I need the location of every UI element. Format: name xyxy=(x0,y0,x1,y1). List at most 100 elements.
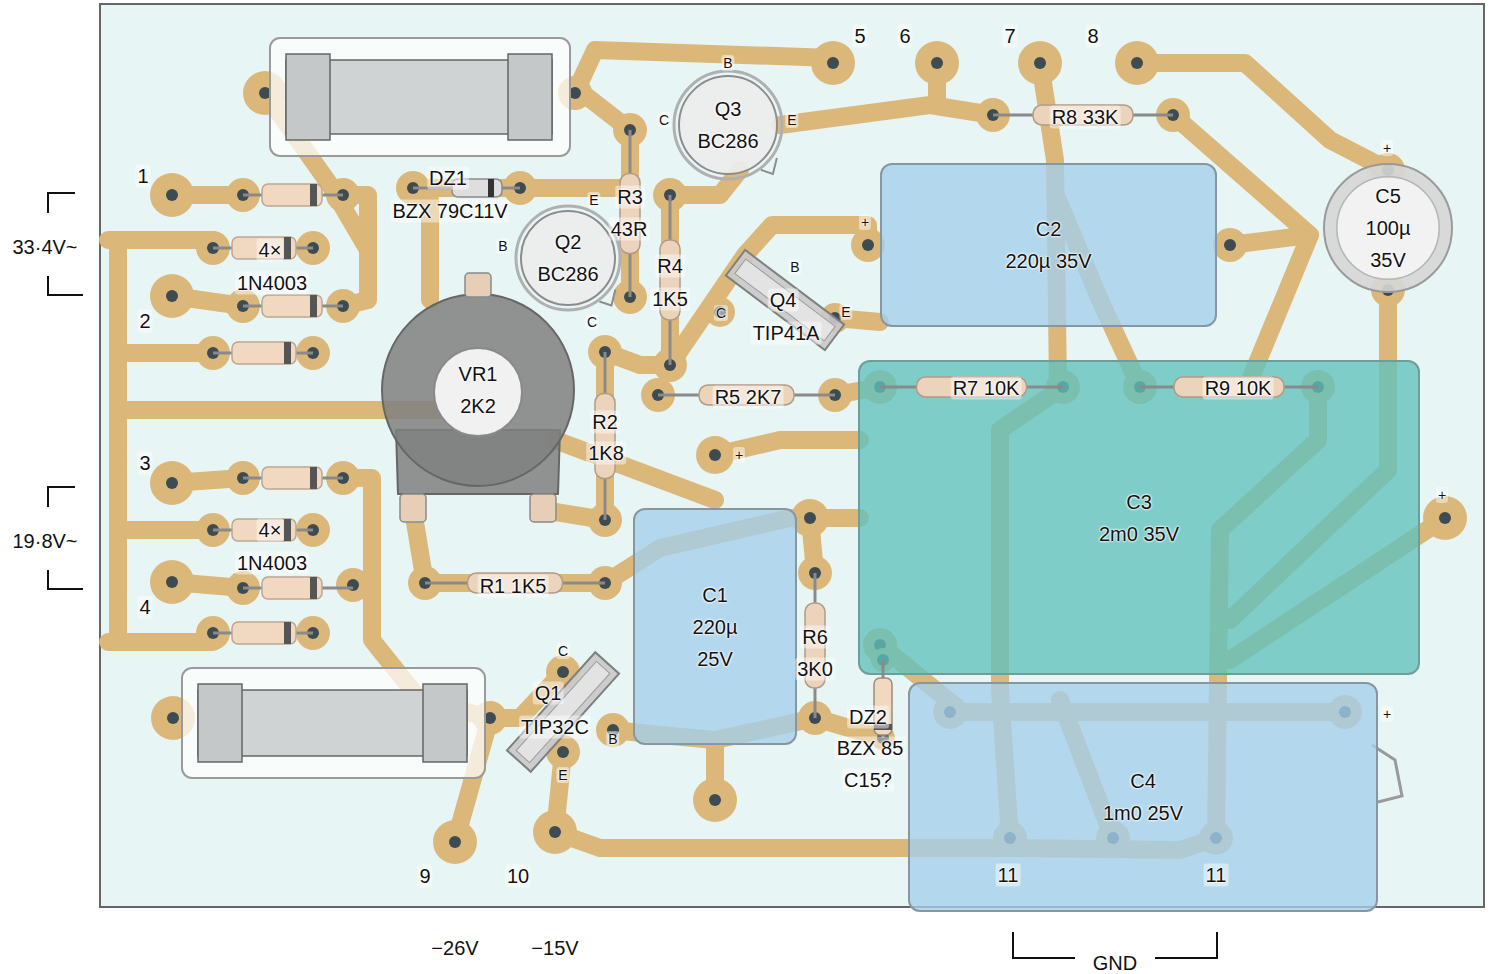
component-outline xyxy=(380,292,576,488)
pin-letter: E xyxy=(556,767,569,783)
label-anchor: C15? xyxy=(842,769,894,792)
pad-copper xyxy=(811,41,855,85)
solder-pad xyxy=(433,820,477,864)
solder-pad xyxy=(1115,41,1159,85)
pin-letter: + xyxy=(1381,706,1393,722)
diode-band xyxy=(310,295,317,317)
bracket-line xyxy=(48,276,83,295)
diode-symbol xyxy=(213,342,313,364)
label-anchor: 4 xyxy=(137,596,152,619)
capacitor-rim xyxy=(1324,164,1452,292)
part-label: 4 xyxy=(137,596,152,619)
pad-copper xyxy=(596,713,630,747)
label-anchor: C xyxy=(556,642,570,660)
pin-letter: C xyxy=(714,305,728,321)
label-anchor: 1K8 xyxy=(586,442,626,465)
label-anchor: 5 xyxy=(852,25,867,48)
pad-copper xyxy=(1213,228,1247,262)
zener-band xyxy=(488,179,494,197)
part-label: 1K5 xyxy=(650,288,690,311)
solder-pad xyxy=(1213,228,1247,262)
label-anchor: 1N4003 xyxy=(235,552,309,575)
pin-letter: + xyxy=(733,447,745,463)
pad-hole xyxy=(557,666,569,678)
solder-pad xyxy=(693,778,737,822)
part-label: R6 xyxy=(800,626,830,649)
part-label: 4× xyxy=(257,519,284,542)
transistor-rim xyxy=(674,71,782,179)
solder-pad xyxy=(811,41,855,85)
label-anchor: −26V xyxy=(429,937,480,960)
part-label: 3 xyxy=(137,452,152,475)
pad-copper xyxy=(1018,41,1062,85)
label-anchor: + xyxy=(1381,139,1393,157)
diode-symbol xyxy=(243,295,343,317)
pad-hole xyxy=(862,239,874,251)
copper-track xyxy=(661,195,679,365)
part-label: Q4 xyxy=(768,289,799,312)
copper-track xyxy=(1137,63,1388,170)
part-label: 2 xyxy=(137,310,152,333)
capacitor-body: C5100µ 35V xyxy=(1322,162,1454,294)
pad-copper xyxy=(693,778,737,822)
part-label: C15? xyxy=(842,769,894,792)
component-label: Q3 xyxy=(715,93,742,125)
part-label: R1 1K5 xyxy=(478,575,549,598)
part-label: BZX 79C11V xyxy=(390,200,509,223)
copper-track xyxy=(555,440,715,500)
component-label: C3 xyxy=(1126,486,1152,518)
part-label: 19·8V~ xyxy=(10,530,79,553)
label-anchor: 8 xyxy=(1085,25,1100,48)
pad-hole xyxy=(709,449,721,461)
part-label: R5 2K7 xyxy=(713,386,784,409)
bracket-line xyxy=(48,193,75,213)
pin-letter: E xyxy=(587,192,600,208)
overlay-parts xyxy=(805,377,1318,738)
part-label: TIP32C xyxy=(519,716,591,739)
part-label: −26V xyxy=(429,937,480,960)
part-label: R3 xyxy=(615,186,645,209)
part-label: 9 xyxy=(417,865,432,888)
label-anchor: 7 xyxy=(1002,25,1017,48)
capacitor-body: C1220µ 25V xyxy=(633,508,797,745)
pad-hole xyxy=(167,712,179,724)
pad-hole xyxy=(931,57,943,69)
copper-track xyxy=(109,240,127,642)
part-label: 4× xyxy=(257,239,284,262)
label-anchor: R7 10K xyxy=(951,377,1022,400)
label-anchor: BZX 85 xyxy=(835,737,906,760)
solder-pad xyxy=(915,41,959,85)
pin-letter: E xyxy=(839,304,852,320)
part-label: 7 xyxy=(1002,25,1017,48)
label-anchor: 4× xyxy=(257,519,284,542)
part-label: R2 xyxy=(590,411,620,434)
pad-copper xyxy=(915,41,959,85)
part-label: −15V xyxy=(529,937,580,960)
label-anchor: C xyxy=(585,313,599,331)
solder-pad xyxy=(705,297,735,327)
label-anchor: 3K0 xyxy=(795,658,835,681)
part-label: 33·4V~ xyxy=(10,236,79,259)
label-anchor: B xyxy=(721,54,734,72)
component-label: 100µ 35V xyxy=(1353,212,1423,276)
transistor-can xyxy=(521,211,615,305)
pin-letter: E xyxy=(785,112,798,128)
label-anchor: B xyxy=(496,237,509,255)
label-anchor: 1N4003 xyxy=(235,272,309,295)
resistor-symbol xyxy=(620,130,640,297)
label-anchor: E xyxy=(785,111,798,129)
solder-pad xyxy=(798,701,832,735)
transistor-body: Q2BC286 xyxy=(514,204,622,312)
label-anchor: 9 xyxy=(417,865,432,888)
solder-pad xyxy=(150,173,194,217)
pin-letter: C xyxy=(585,314,599,330)
component-label: Q2 xyxy=(555,226,582,258)
diode-body xyxy=(232,519,296,541)
part-label: Q1 xyxy=(533,682,564,705)
label-anchor: R6 xyxy=(800,626,830,649)
label-anchor: DZ2 xyxy=(847,706,889,729)
fuse-clip xyxy=(182,668,485,778)
diode-band xyxy=(310,184,317,206)
pad-copper xyxy=(798,556,832,590)
